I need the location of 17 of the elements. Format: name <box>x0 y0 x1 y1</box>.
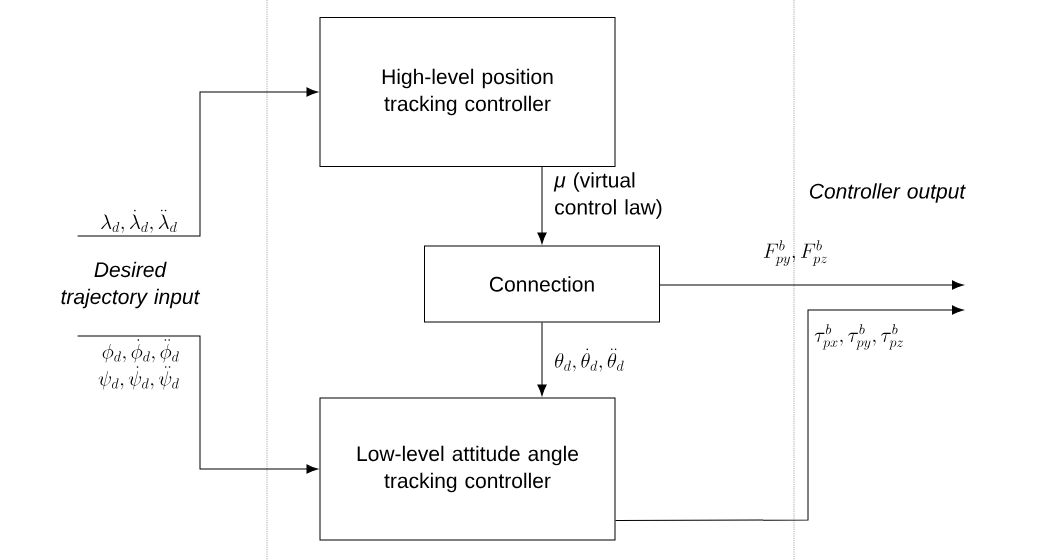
edge-label: $F_{py}^b, F_{pz}^b$ <box>763 240 827 266</box>
arrow <box>77 335 318 474</box>
arrow <box>537 322 547 396</box>
signal-label: $\lambda_d, \dot{\lambda}_d, \ddot{\lambda}_d$ <box>101 209 177 233</box>
arrow <box>537 166 547 244</box>
process-box: Connection <box>424 245 660 323</box>
signal-label: $\phi_d, \dot{\phi}_d, \ddot{\phi}_d$ $\psi_d, \dot{\psi}_d, \ddot{\psi}_d$ <box>98 339 179 390</box>
process-box: High-level position tracking controller <box>319 17 616 167</box>
edge-label: $\tau_{px}^b, \tau_{py}^b, \tau_{pz}^b$ <box>814 324 904 350</box>
edge-label: μ (virtual control law) <box>553 172 662 219</box>
arrow <box>77 87 318 237</box>
edge-label: $\theta_d, \dot{\theta}_d, \ddot{\theta}_d$ <box>555 348 624 372</box>
process-box: Low-level attitude angle tracking controller <box>319 397 616 541</box>
arrow <box>659 280 964 290</box>
section-label: Desired trajectory input <box>61 261 201 309</box>
section-label: Controller output <box>809 183 966 203</box>
arrow <box>615 305 964 521</box>
